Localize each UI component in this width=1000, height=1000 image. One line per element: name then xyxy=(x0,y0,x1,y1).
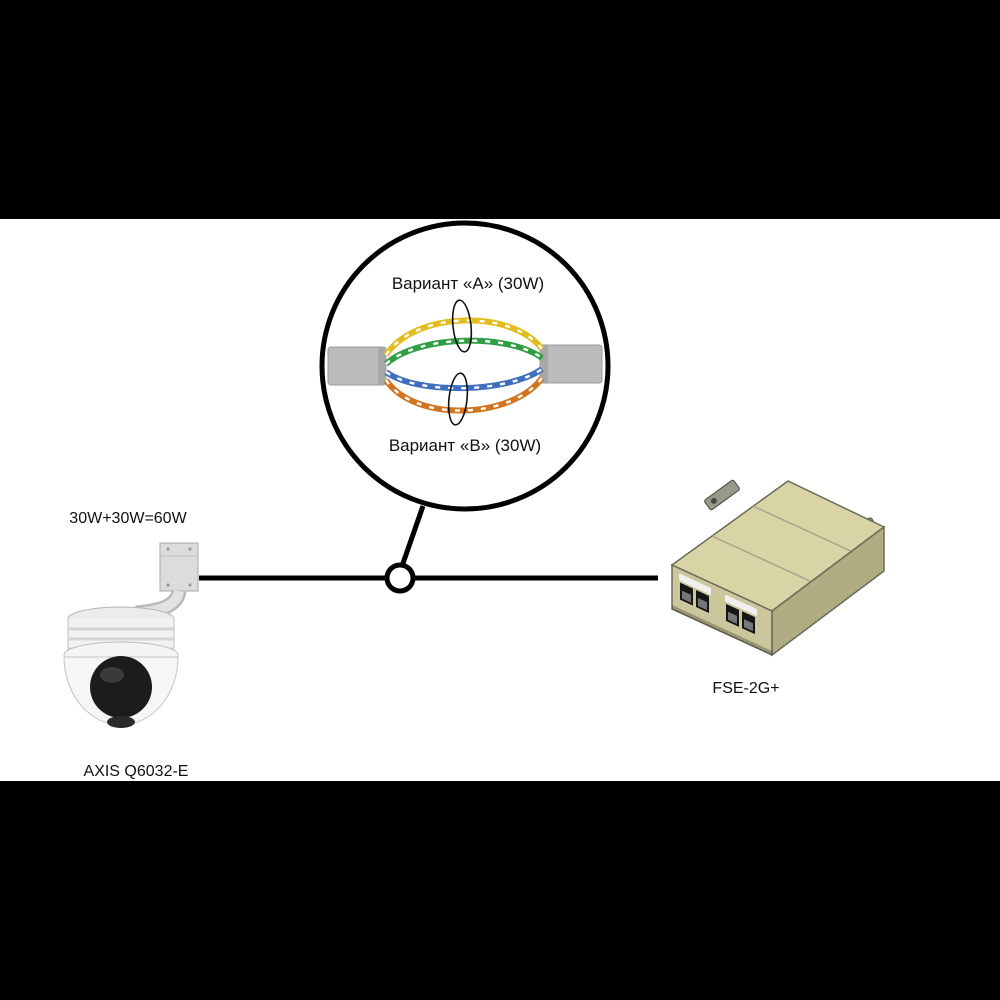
cable-sheath-left-body xyxy=(327,346,387,386)
wire-pair-blue xyxy=(384,366,544,392)
magnifier-circle xyxy=(319,220,611,512)
wire-blue-twist-stripe xyxy=(385,368,543,390)
cable-sheath-right-tip xyxy=(540,345,548,383)
bracket-screw xyxy=(188,583,192,587)
cable-sheath-right xyxy=(539,344,603,384)
camera-mount-bracket xyxy=(159,542,199,592)
rj45-port-slot xyxy=(698,597,707,611)
camera-dome-tip xyxy=(107,716,135,728)
label-injector-model: FSE-2G+ xyxy=(712,680,779,697)
diagram-canvas: Вариант «А» (30W) xyxy=(0,219,1000,781)
label-camera-model: AXIS Q6032-E xyxy=(84,763,189,780)
letterbox-bottom-bar xyxy=(0,781,1000,1000)
camera-dome-highlight xyxy=(100,667,124,683)
injector-handle-left xyxy=(704,479,740,511)
handle-hole xyxy=(710,497,717,504)
line-node-circle xyxy=(384,562,416,594)
bracket-screw xyxy=(188,547,192,551)
wire-pair-yellow xyxy=(383,317,545,357)
injector-port-panel xyxy=(672,573,772,656)
wire-pair-green xyxy=(383,337,544,367)
rj45-port-slot xyxy=(728,611,737,624)
rj45-port-slot xyxy=(744,619,753,632)
injector-top-seam xyxy=(711,535,813,583)
wire-pair-orange xyxy=(383,376,545,414)
label-power-sum: 30W+30W=60W xyxy=(69,510,187,527)
wire-orange xyxy=(383,376,545,414)
label-variant-a: Вариант «А» (30W) xyxy=(392,274,544,293)
variant-a-pair-ellipse xyxy=(451,299,473,353)
rj45-port-slot xyxy=(682,590,691,603)
camera-dome-window xyxy=(90,656,152,718)
cable-sheath-right-body xyxy=(539,344,603,384)
injector-top-seam xyxy=(752,505,854,553)
port-label-sticker xyxy=(725,594,757,617)
label-variant-b: Вариант «B» (30W) xyxy=(389,436,541,455)
letterbox-top-bar xyxy=(0,0,1000,219)
magnifier-pointer-line xyxy=(398,505,426,570)
bracket-screw xyxy=(166,547,170,551)
injector-fse-2g xyxy=(670,479,886,657)
camera-axis-q6032e xyxy=(63,542,199,728)
cable-sheath-left-tip xyxy=(378,347,386,385)
wire-yellow xyxy=(383,317,545,357)
wire-green-twist-stripe xyxy=(385,339,543,365)
handle-plate xyxy=(704,479,740,511)
bracket-screw xyxy=(166,583,170,587)
wiring-diagram: Вариант «А» (30W) xyxy=(63,220,886,780)
cable-sheath-left xyxy=(327,346,387,386)
variant-b-pair-ellipse xyxy=(447,372,469,426)
port-label-sticker xyxy=(679,573,711,595)
injector-front-shadow xyxy=(672,605,772,656)
